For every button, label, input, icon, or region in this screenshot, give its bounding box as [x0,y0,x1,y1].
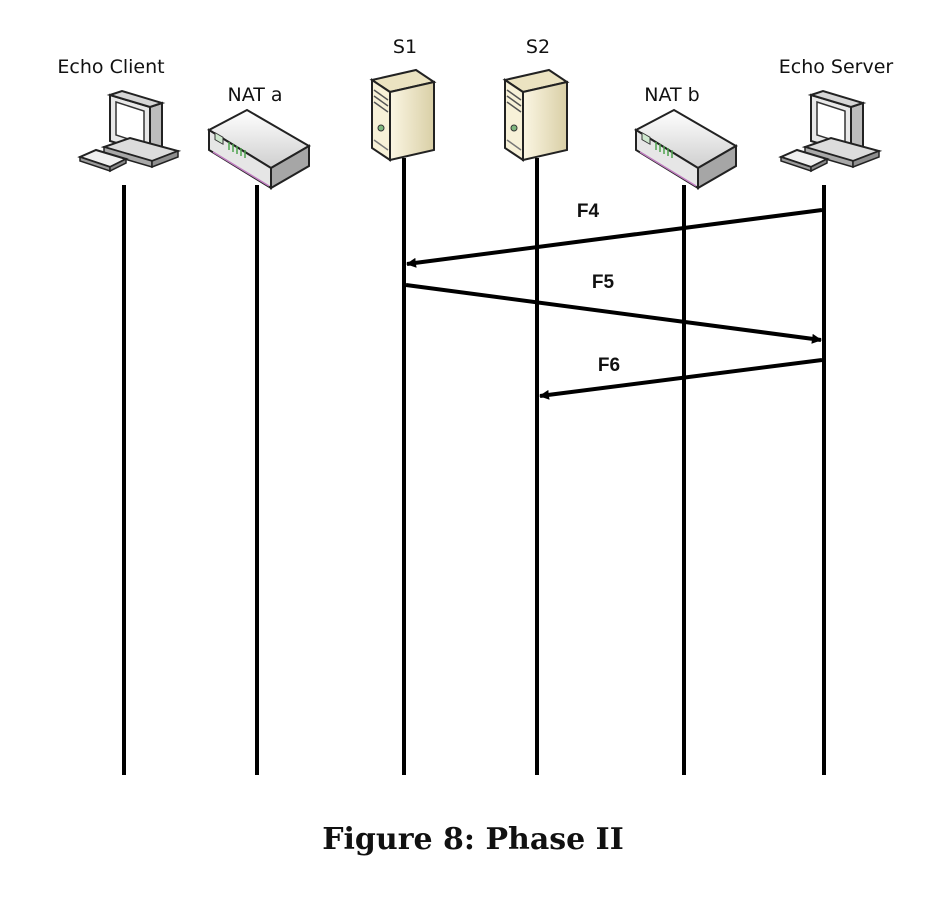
node-label-s1: S1 [393,36,417,58]
sequence-diagram: Echo Client NAT a S1 S2 NAT b Echo Serve… [57,36,894,775]
figure-caption: Figure 8: Phase II [322,822,624,857]
router-icon [206,108,311,190]
node-label-nat-b: NAT b [644,84,699,106]
node-label-s2: S2 [526,36,550,58]
message-arrow-f5 [405,283,822,344]
message-arrow-f4 [406,208,823,268]
message-label-f6: F6 [598,355,620,376]
message-arrow-f6 [539,358,823,400]
node-label-echo-client: Echo Client [57,56,164,78]
server-icon [369,68,437,162]
router-icon [633,108,738,190]
message-label-f5: F5 [592,272,615,293]
message-label-f4: F4 [577,201,600,222]
node-label-nat-a: NAT a [227,84,282,106]
computer-icon [778,89,883,173]
computer-icon [77,89,182,173]
server-icon [502,68,570,162]
node-label-echo-server: Echo Server [779,56,894,78]
